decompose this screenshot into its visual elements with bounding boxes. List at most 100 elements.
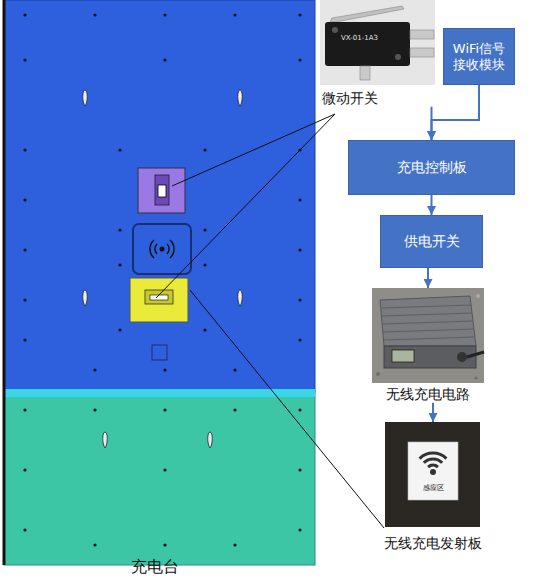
panel-screw-dots	[23, 198, 26, 201]
panel-screw-dots	[23, 468, 26, 471]
panel-screw-dots	[298, 298, 301, 301]
microswitch-photo	[395, 54, 401, 60]
sign-text: 感应区	[423, 484, 444, 492]
panel-latch	[238, 90, 243, 106]
panel-latch	[83, 90, 88, 106]
charging-circuit-photo	[372, 288, 484, 383]
panel-screw-dots	[203, 228, 206, 231]
transmitter-board-photo	[430, 469, 436, 475]
transmitter-board-photo	[385, 422, 480, 527]
photo-area	[318, 0, 440, 88]
panel-screw-dots	[233, 13, 236, 16]
panel-screw-dots	[298, 468, 301, 471]
upper-switch-slot	[138, 168, 185, 213]
panel-screw-dots	[23, 338, 26, 341]
wireless-charging-pad	[150, 240, 174, 258]
panel-screw-dots	[203, 148, 206, 151]
photo-area	[368, 288, 488, 384]
panel-screw-dots	[23, 148, 26, 151]
box-label: 充电控制板	[397, 159, 467, 176]
transmitter-board-photo	[408, 442, 458, 500]
transmitter-board-photo	[385, 422, 480, 527]
microswitch-photo	[330, 6, 404, 22]
leader-line	[190, 290, 384, 528]
photo-caption: 无线充电发射板	[376, 533, 490, 552]
panel-screw-dots	[233, 408, 236, 411]
panel-screw-dots	[163, 543, 166, 546]
upper-switch-slot	[158, 185, 166, 197]
box-label: 供电开关	[404, 233, 460, 250]
panel-screw-dots	[298, 13, 301, 16]
microswitch-photo	[410, 48, 434, 57]
process-box: WiFi信号 接收模块	[443, 28, 515, 85]
panel-screw-dots	[93, 543, 96, 546]
panel-screw-dots	[298, 408, 301, 411]
photo-card: 无线充电电路	[368, 288, 488, 403]
panel-screw-dots	[93, 13, 96, 16]
station-stripe	[4, 389, 315, 397]
panel-screw-dots	[23, 408, 26, 411]
panel-screw-dots	[118, 263, 121, 266]
panel-screw-dots	[118, 148, 121, 151]
panel-screw-dots	[23, 528, 26, 531]
process-box: 供电开关	[380, 215, 483, 268]
process-box: 充电控制板	[348, 140, 515, 195]
panel-screw-dots	[163, 58, 166, 61]
charging-circuit-photo	[382, 305, 475, 340]
panel-screw-dots	[93, 408, 96, 411]
station-upper-panel	[4, 0, 315, 392]
panel-screw-dots	[163, 368, 166, 371]
microswitch-photo	[320, 0, 435, 85]
panel-screw-dots	[23, 13, 26, 16]
panel-screw-dots	[163, 13, 166, 16]
panel-screw-dots	[163, 468, 166, 471]
photo-caption: 微动开关	[318, 88, 440, 107]
panel-screw-dots	[23, 248, 26, 251]
charging-circuit-photo	[376, 372, 380, 376]
transmitter-board-photo	[420, 453, 447, 467]
panel-screw-dots	[118, 228, 121, 231]
wireless-charging-pad	[133, 224, 191, 274]
panel-screw-dots	[23, 58, 26, 61]
station-lower-panel	[4, 392, 315, 565]
panel-screw-dots	[203, 263, 206, 266]
wireless-charging-pad	[167, 244, 169, 254]
microswitch-photo	[410, 30, 434, 39]
charging-circuit-photo	[475, 377, 478, 380]
leader-line	[156, 114, 335, 298]
panel-screw-dots	[203, 328, 206, 331]
panel-latch	[238, 290, 243, 306]
panel-latch	[83, 290, 88, 306]
panel-screw-dots	[23, 13, 301, 546]
charging-circuit-photo	[467, 352, 484, 357]
part-marking: VX-01-1A3	[341, 34, 378, 42]
microswitch-photo	[325, 22, 410, 66]
panel-screw-dots	[233, 368, 236, 371]
charging-circuit-photo	[382, 305, 471, 308]
charging-circuit-photo	[384, 346, 476, 368]
panel-indicator	[152, 345, 167, 360]
panel-screw-dots	[233, 543, 236, 546]
panel-screw-dots	[93, 368, 96, 371]
charging-circuit-photo	[380, 296, 476, 346]
wireless-charging-pad	[150, 240, 154, 258]
transmitter-board-photo	[420, 453, 447, 459]
panel-latch	[83, 90, 243, 448]
charging-circuit-photo	[372, 288, 484, 383]
panel-latch	[208, 432, 213, 448]
panel-screw-dots	[23, 298, 26, 301]
microswitch-photo	[320, 0, 435, 85]
charging-station	[4, 0, 315, 565]
panel-screw-dots	[298, 248, 301, 251]
transmitter-board-photo	[428, 465, 438, 467]
panel-screw-dots	[298, 58, 301, 61]
photo-card: 微动开关	[318, 0, 440, 107]
upper-switch-slot	[155, 175, 169, 205]
charging-circuit-photo	[476, 294, 480, 298]
flow-arrow	[432, 85, 480, 140]
panel-latch	[103, 432, 108, 448]
